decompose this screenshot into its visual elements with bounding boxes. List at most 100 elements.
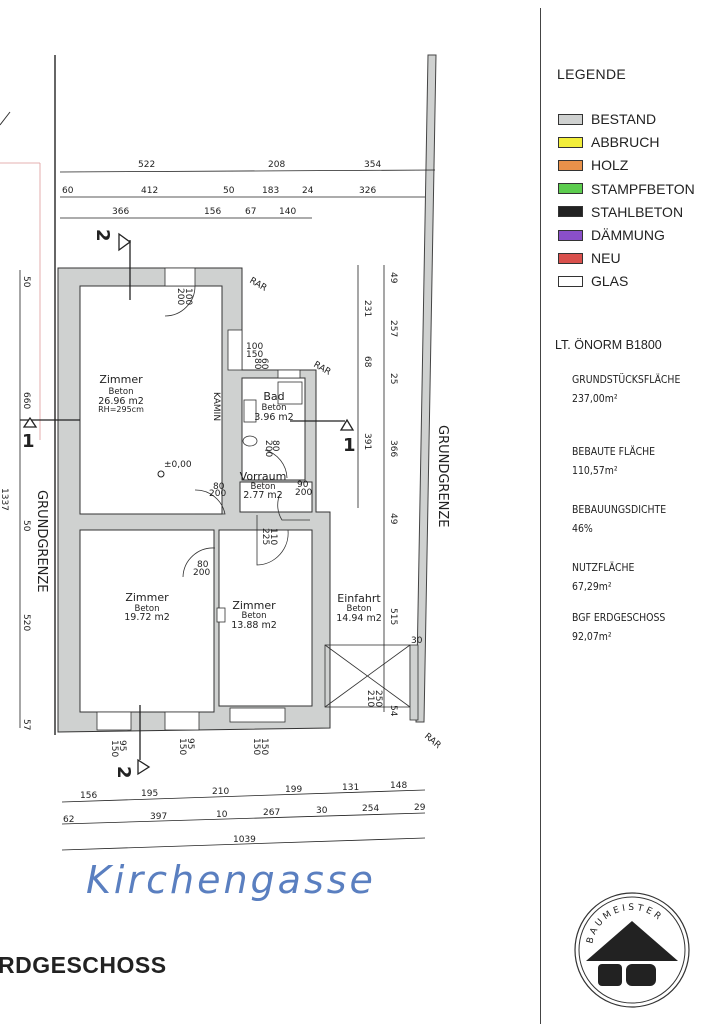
rar-label: RAR	[248, 276, 269, 294]
svg-text:412: 412	[141, 186, 158, 196]
svg-text:267: 267	[263, 808, 280, 818]
section-labels: 2 2 1 1	[22, 229, 356, 779]
stat-value: 92,07m²	[572, 630, 612, 643]
section-markers	[20, 232, 355, 776]
stat-label: GRUNDSTÜCKSFLÄCHE	[572, 373, 681, 386]
svg-text:95: 95	[185, 738, 195, 749]
svg-text:Vorraum: Vorraum	[240, 470, 287, 483]
svg-text:60: 60	[62, 186, 74, 196]
svg-text:14.94 m2: 14.94 m2	[336, 613, 382, 624]
boundary-label-right: GRUNDGRENZE	[435, 425, 450, 528]
svg-text:200: 200	[263, 440, 273, 457]
svg-text:110: 110	[268, 528, 278, 545]
svg-text:49: 49	[388, 513, 398, 525]
legend-item-stahlbeton: STAHLBETON	[558, 203, 683, 221]
svg-text:Beton: Beton	[109, 387, 134, 397]
svg-text:250: 250	[373, 690, 383, 707]
legend-label: BESTAND	[591, 111, 657, 127]
svg-text:Zimmer: Zimmer	[232, 599, 276, 612]
legend-swatch	[558, 252, 583, 264]
svg-text:RH=295cm: RH=295cm	[98, 405, 144, 414]
svg-text:Beton: Beton	[347, 604, 372, 614]
section-2-bottom-label: 2	[113, 766, 134, 779]
svg-text:Bad: Bad	[263, 390, 284, 403]
svg-text:1039: 1039	[233, 835, 256, 845]
level-symbol	[157, 470, 165, 478]
svg-text:150: 150	[109, 740, 119, 757]
svg-text:1337: 1337	[0, 488, 9, 511]
section-2-top-label: 2	[92, 229, 113, 242]
legend-label: STAMPFBETON	[591, 180, 695, 197]
svg-text:200: 200	[295, 488, 312, 498]
section-1-left-label: 1	[22, 431, 35, 452]
sink	[243, 399, 257, 423]
toilet	[242, 435, 258, 447]
svg-text:50: 50	[223, 186, 235, 196]
right-dimension-texts: 231 68 391 49 257 25 366 49 515 30 54	[362, 272, 423, 717]
svg-text:150: 150	[246, 350, 263, 360]
legend-item-glas: GLAS	[558, 272, 628, 290]
svg-text:Beton: Beton	[135, 604, 160, 614]
bottom-dimension-texts: 156 195 210 199 131 148 62 397 10 267 30…	[63, 781, 426, 845]
svg-text:199: 199	[285, 785, 302, 795]
svg-text:Beton: Beton	[251, 482, 276, 492]
svg-text:29: 29	[414, 803, 426, 813]
legend-item-bestand: BESTAND	[558, 110, 656, 128]
legend-swatch	[558, 113, 583, 125]
walls	[57, 267, 331, 733]
svg-text:3.96 m2: 3.96 m2	[254, 412, 293, 423]
svg-text:148: 148	[390, 781, 407, 791]
svg-text:131: 131	[342, 783, 359, 793]
svg-text:660: 660	[21, 392, 31, 409]
legend-label: GLAS	[591, 273, 629, 290]
svg-text:80: 80	[252, 358, 262, 370]
svg-text:200: 200	[209, 489, 226, 499]
room-vorraum: Vorraum Beton 2.77 m2	[240, 470, 287, 501]
svg-text:2.77 m2: 2.77 m2	[243, 490, 282, 501]
svg-text:13.88 m2: 13.88 m2	[231, 620, 277, 631]
legend-item-neu: NEU	[558, 249, 621, 267]
legend-swatch	[558, 275, 583, 287]
legend-label: ABBRUCH	[591, 134, 660, 151]
right-boundary-wall	[415, 54, 437, 723]
legend-swatch	[558, 206, 583, 218]
room-zimmer-2: Zimmer Beton 19.72 m2	[124, 591, 170, 623]
svg-text:140: 140	[279, 207, 296, 217]
svg-text:231: 231	[362, 300, 372, 317]
door-swings	[164, 285, 310, 578]
svg-text:210: 210	[212, 787, 229, 797]
svg-text:515: 515	[388, 608, 398, 625]
room-einfahrt: Einfahrt Beton 14.94 m2	[336, 592, 382, 624]
dimension-lines	[19, 169, 436, 851]
svg-text:Zimmer: Zimmer	[99, 373, 143, 386]
svg-text:156: 156	[80, 791, 97, 801]
stat-value: 67,29m²	[572, 580, 612, 593]
svg-text:49: 49	[388, 272, 398, 284]
svg-text:62: 62	[63, 815, 74, 825]
svg-text:208: 208	[268, 160, 285, 170]
street-name: Kirchengasse	[86, 858, 376, 902]
shower-tray	[277, 381, 303, 405]
svg-text:257: 257	[388, 320, 398, 337]
legend-item-abbruch: ABBRUCH	[558, 133, 659, 151]
svg-text:30: 30	[316, 806, 328, 816]
svg-text:80: 80	[270, 440, 280, 452]
svg-text:19.72 m2: 19.72 m2	[124, 612, 170, 623]
rar-label: RAR	[422, 732, 442, 751]
svg-text:25: 25	[388, 373, 398, 384]
stat-label: BEBAUUNGSDICHTE	[572, 503, 667, 516]
svg-text:10: 10	[216, 810, 228, 820]
svg-text:24: 24	[302, 186, 314, 196]
svg-text:68: 68	[362, 356, 372, 368]
svg-text:150: 150	[177, 738, 187, 755]
bathroom-fixtures	[216, 381, 303, 623]
svg-text:326: 326	[359, 186, 376, 196]
svg-text:397: 397	[150, 812, 167, 822]
svg-text:254: 254	[362, 804, 379, 814]
legend-label: STAHLBETON	[591, 203, 684, 220]
svg-text:60: 60	[259, 358, 269, 370]
